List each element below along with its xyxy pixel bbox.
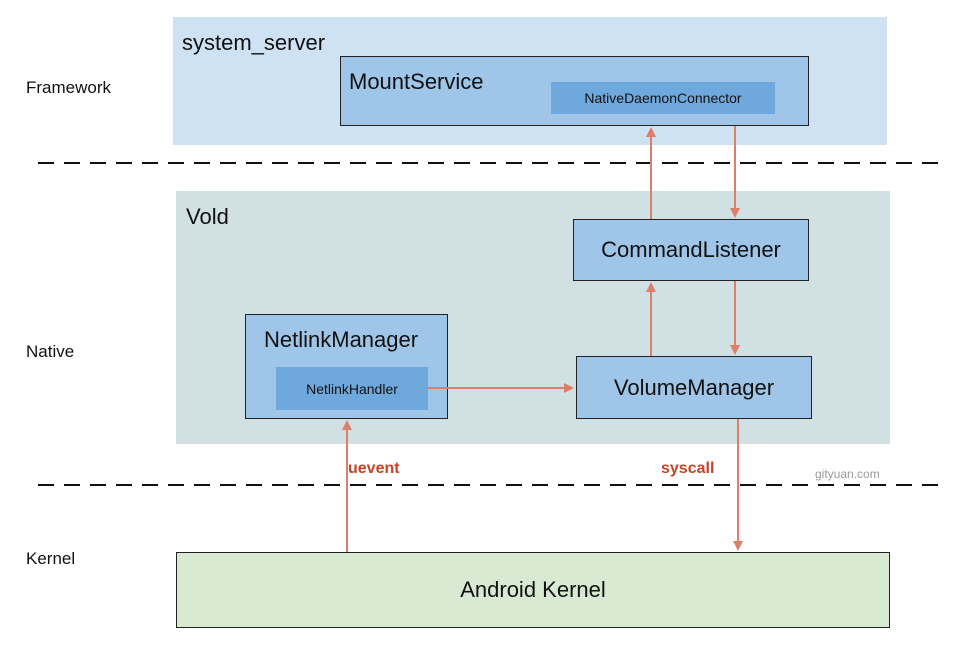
native-daemon-connector-box: NativeDaemonConnector (551, 82, 775, 114)
volume-manager-box: VolumeManager (576, 356, 812, 419)
syscall-label: syscall (661, 460, 715, 477)
mount-service-title: MountService (349, 69, 484, 94)
layer-label-kernel: Kernel (26, 549, 76, 568)
volume-manager-label: VolumeManager (613, 374, 775, 400)
system-server-title: system_server (182, 30, 326, 55)
netlink-manager-title: NetlinkManager (264, 327, 419, 352)
netlink-manager-box: NetlinkManager NetlinkHandler (245, 314, 448, 419)
command-listener-label: CommandListener (601, 237, 781, 262)
android-kernel-label: Android Kernel (460, 577, 606, 602)
watermark: gityuan.com (815, 467, 880, 481)
netlink-handler-box: NetlinkHandler (276, 367, 428, 410)
layer-label-framework: Framework (26, 78, 112, 97)
uevent-label: uevent (348, 460, 400, 477)
android-kernel-box: Android Kernel (176, 552, 890, 628)
mount-service-box: MountService NativeDaemonConnector (340, 56, 809, 126)
command-listener-box: CommandListener (573, 219, 809, 281)
layer-label-native: Native (26, 342, 75, 361)
vold-title: Vold (186, 204, 229, 229)
